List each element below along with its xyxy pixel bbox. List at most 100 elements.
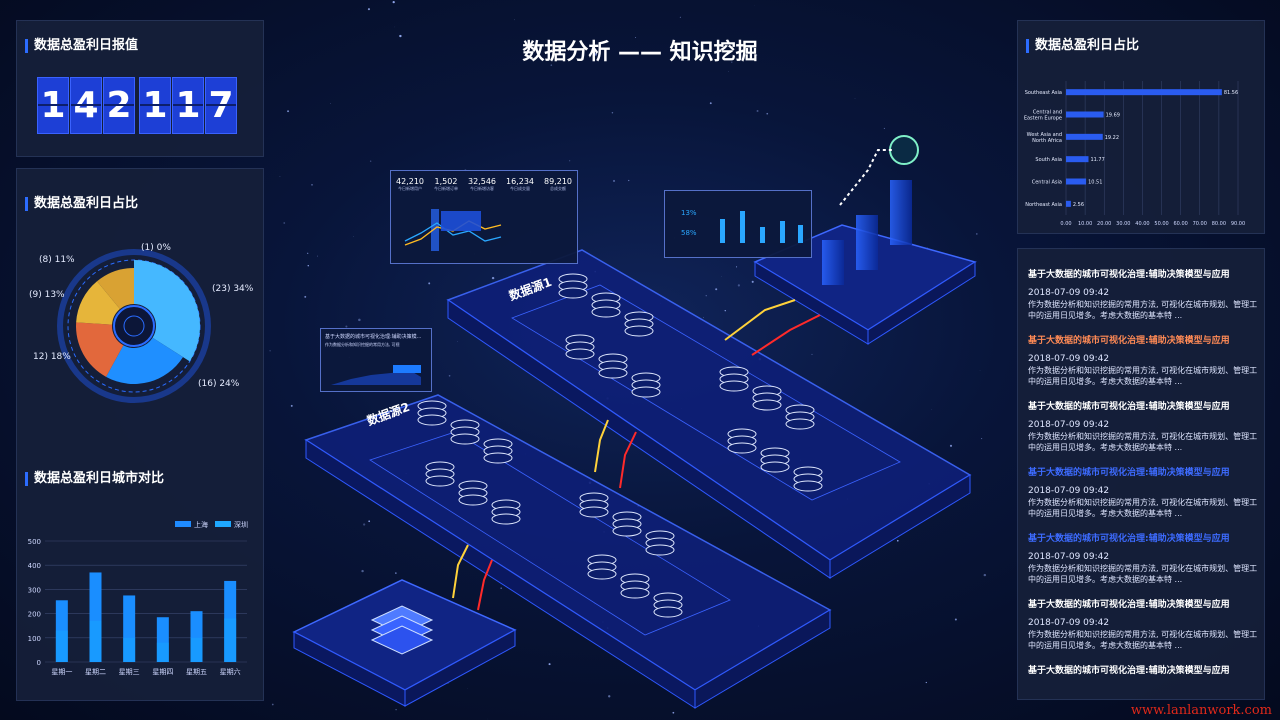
bar-shanghai [224,618,237,662]
database-icon [558,273,588,299]
news-date: 2018-07-09 09:42 [1028,618,1110,628]
star [287,110,290,113]
donut-label-2: (8) 11% [39,255,75,265]
database-disk [793,480,823,492]
donut-title: 数据总盈利日占比 [25,197,138,211]
legend-swatch-shanghai [175,521,191,527]
database-disk [653,606,683,618]
mini-pct-2: 58% [681,229,697,237]
star [304,295,307,298]
news-title[interactable]: 基于大数据的城市可视化治理:辅助决策模型与应用 [1028,270,1230,280]
star [854,98,856,99]
star [307,252,309,254]
star [395,708,397,711]
star [290,404,293,407]
star [394,26,396,28]
mini-bar-card: 13% 58% [664,190,812,258]
database-icon [752,385,782,411]
database-disk [719,380,749,392]
bar-shanghai [156,642,169,662]
database-icon [579,492,609,518]
donut-panel: 数据总盈利日占比 (1) 0% (8) 11% (9) 13% 12) 18% … [16,168,264,701]
database-disk [565,348,595,360]
legend-swatch-shenzhen [215,521,231,527]
star [608,695,611,698]
donut-slice-16 [106,337,183,384]
y-category-label: North Africa [1032,138,1062,144]
donut-slice-23 [134,260,200,362]
database-icon [425,461,455,487]
news-summary: 作为数据分析和知识挖掘的常用方法, 可视化在城市规划、管理工中的运用日见增多。考… [1028,498,1258,518]
legend-label-shanghai: 上海 [194,520,208,529]
star [709,102,712,105]
mini-stat-label: 今日新增访客 [470,186,494,191]
database-icons [417,273,823,618]
y-category-label: Central Asia [1032,180,1062,186]
bar-shenzhen [123,595,136,662]
news-panel: 基于大数据的城市可视化治理:辅助决策模型与应用 2018-07-09 09:42 作… [1017,248,1265,700]
digit-2: 4 [70,77,102,134]
counter-title: 数据总盈利日报值 [25,39,138,53]
donut-label-6: (16) 24% [198,379,240,389]
news-title[interactable]: 基于大数据的城市可视化治理:辅助决策模型与应用 [1028,336,1230,346]
database-icon [719,366,749,392]
news-item[interactable]: 基于大数据的城市可视化治理:辅助决策模型与应用 2018-07-09 09:42 作… [1028,465,1260,519]
value-label: 81.56 [1224,90,1238,96]
news-title[interactable]: 基于大数据的城市可视化治理:辅助决策模型与应用 [1028,666,1230,676]
news-item[interactable]: 基于大数据的城市可视化治理:辅助决策模型与应用 [1028,663,1260,676]
news-title[interactable]: 基于大数据的城市可视化治理:辅助决策模型与应用 [1028,600,1230,610]
database-disk [785,418,815,430]
value-label: 2.56 [1073,202,1084,208]
donut-center [113,305,155,347]
mini-pct-1: 13% [681,209,697,217]
database-icon [645,530,675,556]
donut-slice-9 [76,281,120,325]
star [514,19,515,21]
star [731,61,733,63]
star [367,8,370,11]
mini-area-chart [331,365,421,385]
x-tick-label: 星期二 [85,668,106,676]
star [271,703,274,706]
x-tick-label: 星期六 [220,667,241,676]
database-disk [727,442,757,454]
star [756,110,759,112]
news-title[interactable]: 基于大数据的城市可视化治理:辅助决策模型与应用 [1028,534,1230,544]
database-disk [631,386,661,398]
value-label: 19.22 [1105,135,1119,141]
database-disk [483,452,513,464]
database-disk [458,494,488,506]
donut-slice-8 [97,268,134,310]
mini-line-chart [404,209,502,251]
star [457,341,458,342]
platform-1 [446,249,972,579]
database-icon [620,573,650,599]
star [316,255,318,257]
star [368,520,371,523]
star [330,103,331,104]
star [931,408,932,410]
star [363,523,366,526]
y-category-label: South Asia [1035,157,1062,163]
star [611,112,614,114]
star [392,1,395,4]
star [883,127,885,130]
y-tick-label: 0 [37,659,41,667]
y-tick-label: 500 [28,538,41,546]
news-title[interactable]: 基于大数据的城市可视化治理:辅助决策模型与应用 [1028,468,1230,478]
star [672,711,675,714]
news-date: 2018-07-09 09:42 [1028,486,1110,496]
star [369,160,372,162]
news-title[interactable]: 基于大数据的城市可视化治理:辅助决策模型与应用 [1028,402,1230,412]
star [635,36,637,38]
database-icon [598,353,628,379]
database-disk [620,587,650,599]
database-disk [417,414,447,426]
